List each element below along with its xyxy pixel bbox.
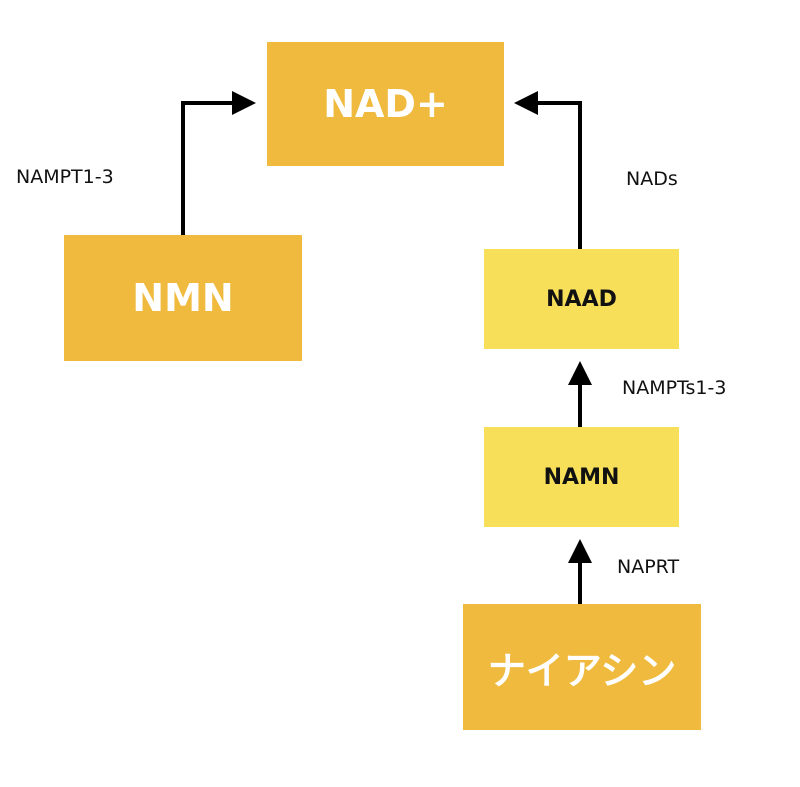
edge-nmn-to-nad	[181, 91, 256, 235]
edge-label-naprt: NAPRT	[617, 556, 680, 578]
edge-label-nampt: NAMPT1-3	[16, 166, 114, 188]
edge-label-nampts: NAMPTs1-3	[622, 377, 727, 399]
node-nad-plus: NAD+	[267, 42, 504, 166]
node-namn: NAMN	[484, 427, 679, 527]
node-niacin: ナイアシン	[463, 604, 701, 730]
node-naad: NAAD	[484, 249, 679, 349]
edge-label-nads: NADs	[626, 168, 678, 190]
edge-naad-to-nad	[514, 91, 582, 249]
node-nmn: NMN	[64, 235, 302, 361]
